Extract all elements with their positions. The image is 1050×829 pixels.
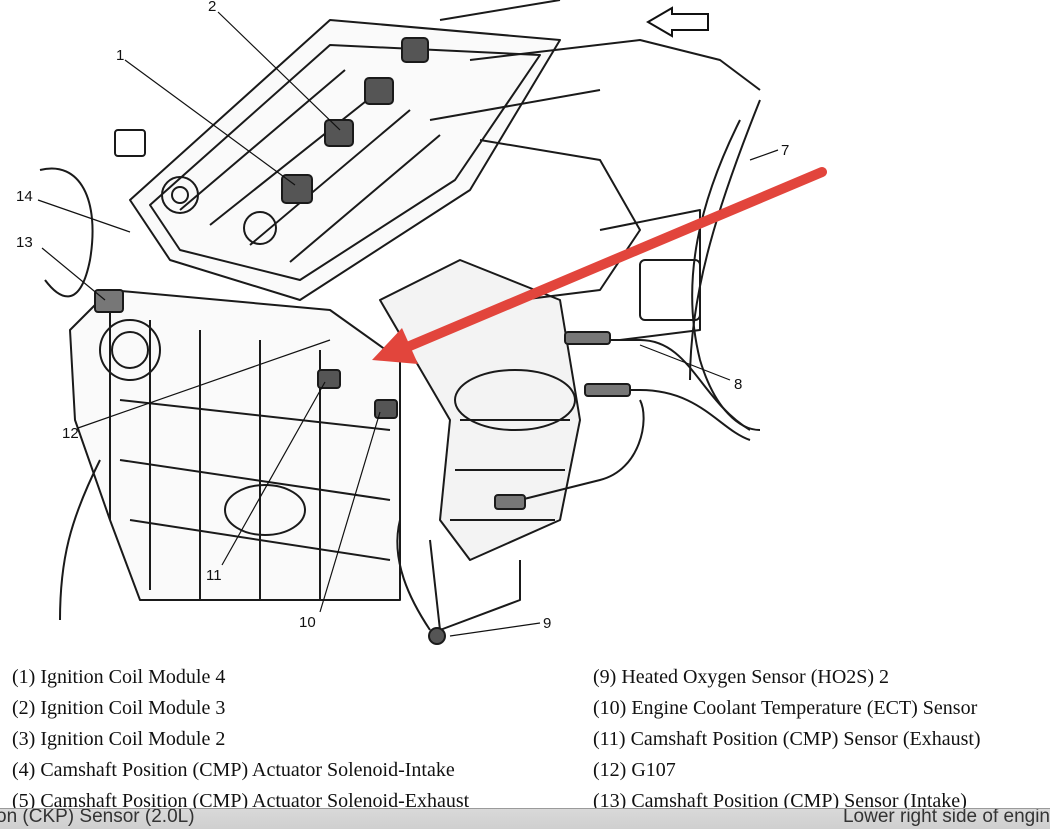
front-arrow-icon (646, 6, 709, 38)
footer-component-text: on (CKP) Sensor (2.0L) (0, 808, 195, 827)
callout-9: 9 (543, 615, 551, 632)
legend-item: (5) Camshaft Position (CMP) Actuator Sol… (12, 790, 470, 812)
legend-item: (12) G107 (593, 759, 676, 781)
legend-item: (10) Engine Coolant Temperature (ECT) Se… (593, 697, 978, 719)
leader-lines (37, 11, 779, 637)
callout-11: 11 (206, 567, 222, 584)
engine-line-art (39, 0, 761, 645)
callout-13: 13 (16, 234, 33, 251)
table-row-footer: on (CKP) Sensor (2.0L) Lower right side … (0, 808, 1050, 829)
callout-12: 12 (62, 425, 79, 442)
callout-8: 8 (734, 376, 742, 393)
legend-item: (2) Ignition Coil Module 3 (12, 697, 226, 719)
callout-10: 10 (299, 614, 316, 631)
legend-item: (4) Camshaft Position (CMP) Actuator Sol… (12, 759, 455, 781)
legend-item: (11) Camshaft Position (CMP) Sensor (Exh… (593, 728, 981, 750)
legend-item: (1) Ignition Coil Module 4 (12, 666, 226, 688)
callout-7: 7 (781, 142, 789, 159)
legend-right: (9) Heated Oxygen Sensor (HO2S) 2 (10) E… (593, 662, 981, 817)
footer-location-text: Lower right side of engin (842, 808, 1050, 827)
red-pointer-arrow-icon (372, 167, 827, 364)
legend-item: (3) Ignition Coil Module 2 (12, 728, 226, 750)
legend-left: (1) Ignition Coil Module 4 (2) Ignition … (12, 662, 469, 817)
legend-item: (13) Camshaft Position (CMP) Sensor (Int… (593, 790, 967, 812)
callout-14: 14 (16, 188, 33, 205)
callout-2: 2 (208, 0, 216, 15)
callout-1: 1 (116, 47, 124, 64)
legend-item: (9) Heated Oxygen Sensor (HO2S) 2 (593, 666, 890, 688)
engine-diagram: 1 2 7 8 9 10 11 12 13 14 (16, 0, 827, 645)
